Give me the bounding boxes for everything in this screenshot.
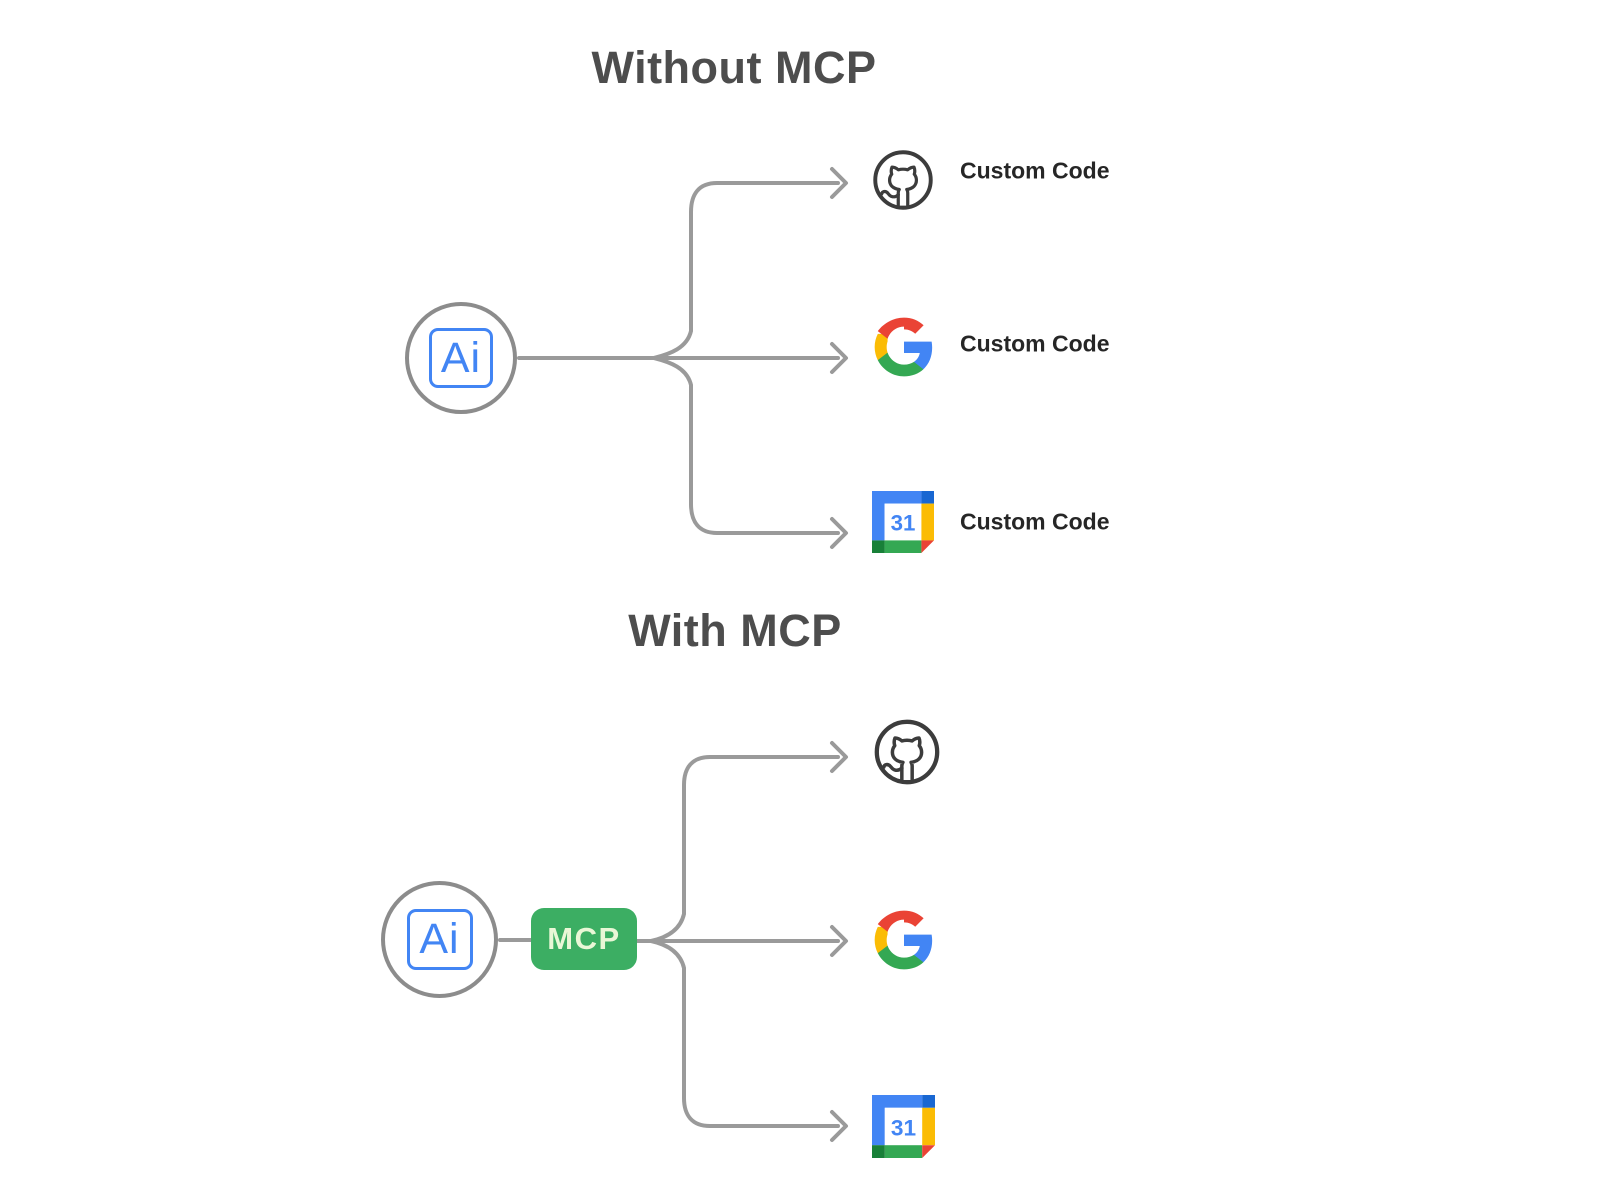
- google-g-blue: [904, 341, 933, 370]
- custom-code-label: Custom Code: [960, 157, 1110, 184]
- custom-code-label: Custom Code: [960, 330, 1110, 357]
- github-icon: [873, 150, 933, 210]
- calendar-face: [884, 503, 922, 541]
- arrowhead-icon: [830, 925, 848, 957]
- ai-box: Ai: [429, 328, 493, 388]
- calendar-blue-frame: [872, 1095, 923, 1146]
- google-g-green: [877, 945, 924, 970]
- calendar-green-bar: [884, 1145, 923, 1158]
- arrowhead-icon: [830, 167, 848, 199]
- calendar-fold-red: [922, 1145, 935, 1158]
- ai-icon: Ai: [381, 881, 498, 998]
- calendar-corner-darkblue: [922, 1095, 935, 1108]
- google-icon: [874, 910, 933, 970]
- ai-icon: Ai: [405, 302, 517, 414]
- calendar-corner-darkgreen: [872, 1145, 885, 1158]
- calendar-day-number: 31: [891, 1115, 916, 1140]
- calendar-face: [884, 1107, 923, 1146]
- calendar-day-number: 31: [891, 511, 916, 536]
- google-calendar-icon: 31: [872, 1095, 935, 1158]
- google-g-yellow: [874, 926, 888, 954]
- google-g-green: [877, 352, 924, 377]
- wire-top-1: [652, 181, 840, 360]
- ai-label: Ai: [419, 915, 460, 963]
- calendar-corner-darkblue: [921, 491, 934, 504]
- wire-top-2: [649, 755, 840, 943]
- github-icon: [874, 719, 940, 785]
- calendar-yellow-bar: [922, 1107, 935, 1146]
- ai-label: Ai: [440, 333, 482, 382]
- github-octocat: [887, 165, 919, 209]
- google-g-red: [877, 317, 924, 339]
- calendar-fold-red: [921, 540, 934, 553]
- custom-code-label: Custom Code: [960, 508, 1110, 535]
- mcp-label: MCP: [547, 921, 621, 956]
- calendar-yellow-bar: [921, 503, 934, 541]
- github-arm: [880, 189, 900, 199]
- google-g-yellow: [874, 333, 888, 361]
- mcp-node: MCP: [531, 908, 637, 970]
- wire-bottom-2: [649, 939, 840, 1128]
- arrowhead-icon: [830, 517, 848, 549]
- arrowhead-icon: [830, 1110, 848, 1142]
- title-with-mcp: With MCP: [628, 605, 842, 656]
- google-g-red: [877, 910, 924, 932]
- calendar-corner-darkgreen: [872, 540, 885, 553]
- arrowhead-icon: [830, 342, 848, 374]
- title-without-mcp: Without MCP: [591, 42, 877, 93]
- calendar-blue-frame: [872, 491, 922, 541]
- google-calendar-icon: 31: [872, 491, 934, 553]
- ai-box: Ai: [406, 909, 473, 970]
- github-octocat: [890, 736, 924, 784]
- arrowhead-icon: [830, 741, 848, 773]
- calendar-green-bar: [884, 540, 922, 553]
- wire-bottom-1: [652, 356, 840, 535]
- github-arm: [882, 762, 904, 773]
- google-icon: [874, 317, 933, 377]
- google-g-blue: [904, 934, 933, 963]
